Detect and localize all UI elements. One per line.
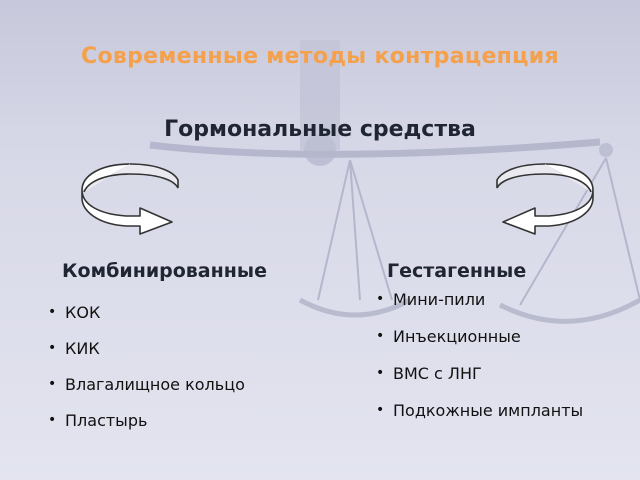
list-item: • Пластырь: [48, 409, 245, 432]
list-item-label: Пластырь: [65, 411, 148, 430]
bullet-icon: •: [376, 365, 385, 381]
slide-title: Современные методы контрацепция: [81, 44, 559, 69]
bullet-icon: •: [48, 376, 57, 392]
list-item: • Инъекционные: [376, 325, 583, 348]
combined-heading: Комбинированные: [62, 260, 267, 282]
bullet-icon: •: [48, 340, 57, 356]
combined-list: • КОК • КИК • Влагалищное кольцо • Пластырь: [48, 301, 245, 445]
list-item: • КОК: [48, 301, 245, 324]
list-item-label: КИК: [65, 339, 100, 358]
curved-arrow-left-icon: [496, 163, 594, 235]
list-item-label: ВМС с ЛНГ: [393, 364, 482, 383]
list-item: • КИК: [48, 337, 245, 360]
gestagen-list: • Мини-пили • Инъекционные • ВМС с ЛНГ • Под…: [376, 288, 583, 436]
curved-arrow-right-icon: [81, 163, 179, 235]
bullet-icon: •: [376, 402, 385, 418]
bullet-icon: •: [48, 412, 57, 428]
list-item-label: КОК: [65, 303, 101, 322]
list-item: • Подкожные импланты: [376, 399, 583, 422]
slide-subtitle: Гормональные средства: [164, 117, 476, 142]
list-item-label: Подкожные импланты: [393, 401, 584, 420]
list-item: • Влагалищное кольцо: [48, 373, 245, 396]
list-item: • Мини-пили: [376, 288, 583, 311]
gestagen-heading: Гестагенные: [387, 260, 527, 282]
list-item: • ВМС с ЛНГ: [376, 362, 583, 385]
list-item-label: Влагалищное кольцо: [65, 375, 245, 394]
bullet-icon: •: [376, 328, 385, 344]
bullet-icon: •: [376, 291, 385, 307]
list-item-label: Инъекционные: [393, 327, 521, 346]
bullet-icon: •: [48, 304, 57, 320]
list-item-label: Мини-пили: [393, 290, 486, 309]
